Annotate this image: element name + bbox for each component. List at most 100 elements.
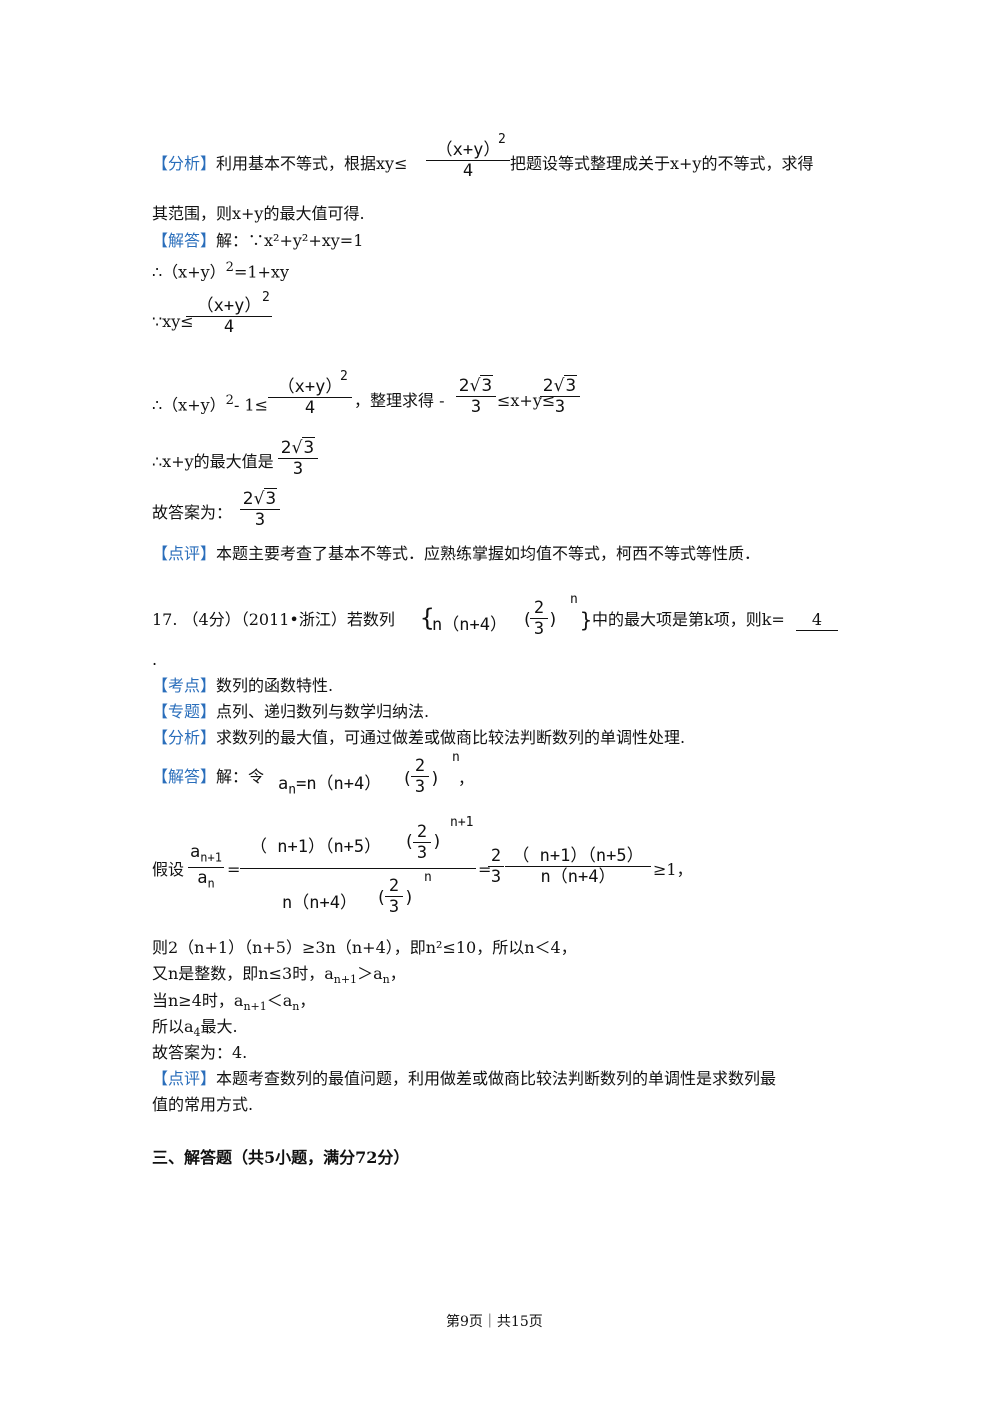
paren: ( (376, 888, 387, 908)
fraction-denominator: 3 (470, 397, 482, 417)
analysis-text-cont: 把题设等式整理成关于x+y的不等式，求得 (510, 154, 814, 173)
solution-line4: ∴（x+y）2- 1≤ (152, 391, 268, 415)
q17-comment: 【点评】本题考查数列的最值问题，利用做差或做商比较法判断数列的单调性是求数列最 (152, 1069, 776, 1089)
variable-a: a (278, 774, 289, 794)
comment-text-cont: 值的常用方式. (152, 1095, 254, 1114)
zhuanti-tag: 【专题】 (152, 702, 217, 721)
solution-line7: 故答案为：4. (152, 1043, 248, 1062)
comment-text: 本题主要考查了基本不等式．应熟练掌握如均值不等式，柯西不等式等性质． (216, 544, 761, 563)
solution-line3: ∵xy≤ (152, 312, 194, 331)
q17-analysis: 【分析】求数列的最大值，可通过做差或做商比较法判断数列的单调性处理. (152, 728, 685, 748)
a-n-term: an=n（n+4） (278, 769, 381, 797)
section-title: 三、解答题（共5小题，满分72分） (152, 1148, 410, 1167)
subscript: n (382, 973, 390, 987)
fraction-denominator: 3 (292, 459, 304, 479)
solution-text: ≥1， (653, 860, 693, 879)
solution-text: - 1≤ (233, 395, 269, 415)
solution-text: 解：令 (216, 767, 265, 786)
fraction-numerator: 2 (414, 756, 426, 776)
fraction-2-3: 2 3 (488, 846, 504, 887)
kaodian-text: 数列的函数特性. (216, 676, 334, 695)
paren: ) (548, 610, 559, 630)
fraction-2root3-over-3: 2√3 3 (278, 437, 318, 479)
fraction-numerator: 2 (533, 598, 545, 618)
fraction-denominator: 4 (304, 398, 316, 418)
fraction-denominator: 3 (533, 619, 545, 639)
q16-comment: 【点评】本题主要考查了基本不等式．应熟练掌握如均值不等式，柯西不等式等性质． (152, 544, 760, 564)
fraction-2-3: 2 3 (413, 822, 431, 863)
solution-line5: 当n≥4时，an+1＜an， (152, 991, 315, 1017)
fraction-2-3: 2 3 (411, 756, 429, 797)
stem-dot: . (152, 650, 158, 669)
left-brace: { (420, 604, 435, 632)
q16-analysis-line1: 【分析】利用基本不等式，根据xy≤ (152, 154, 408, 174)
q17-kaodian: 【考点】数列的函数特性. (152, 676, 333, 696)
fraction-denominator: 3 (414, 777, 426, 797)
fraction: （ n+1）（n+5） n（n+4） (505, 846, 651, 887)
solution-text: ≤x+y≤ (497, 391, 556, 410)
q17-stem: 17. （4分）（2011•浙江）若数列 (152, 610, 395, 629)
solution-text: 所以a (152, 1017, 194, 1036)
superscript: n+1 (450, 815, 474, 830)
answer-blank: 4 (796, 610, 838, 631)
answer-value: 4 (796, 610, 838, 631)
superscript: 2 (225, 260, 234, 275)
fraction-denominator: 3 (490, 867, 502, 887)
solution-text: ＜a (266, 991, 293, 1010)
solution-line6: 故答案为： (152, 503, 233, 522)
fraction-numerator: （x+y） (196, 296, 262, 316)
ratio-fraction: an+1 an (188, 842, 224, 894)
solution-text: ，整理求得 - (354, 391, 445, 410)
subscript: n+1 (243, 1000, 267, 1014)
solution-text: ∴（x+y） (152, 395, 226, 415)
fraction: （x+y） 4 (268, 377, 352, 418)
radicand: 3 (480, 375, 494, 396)
radical-sign: √ (291, 438, 303, 458)
fraction-2-3: 2 3 (385, 876, 403, 917)
subscript: 4 (193, 1026, 201, 1040)
paren: ( (404, 832, 415, 852)
fraction-denominator: 4 (462, 161, 474, 181)
solution-line5: ∴x+y的最大值是 (152, 452, 274, 471)
superscript: 2 (498, 132, 506, 147)
subscript: n (288, 782, 297, 798)
comment-text: 本题考查数列的最值问题，利用做差或做商比较法判断数列的单调性是求数列最 (216, 1069, 777, 1088)
paren: ( (522, 610, 533, 630)
radical-sign: √ (553, 376, 565, 396)
fraction-denominator: n（n+4） (540, 867, 616, 887)
solution-line2: ∴（x+y）2=1+xy (152, 258, 289, 282)
subscript: n (207, 876, 215, 891)
analysis-tag: 【分析】 (152, 728, 217, 747)
solution-line1: 【解答】解：∵x²+y²+xy=1 (152, 231, 363, 251)
kaodian-tag: 【考点】 (152, 676, 217, 695)
solution-text: 又n是整数，即n≤3时，a (152, 964, 334, 983)
superscript: 2 (225, 393, 234, 408)
zhuanti-text: 点列、递归数列与数学归纳法. (216, 702, 430, 721)
solution-text: ＞a (357, 964, 383, 983)
right-brace: } (580, 608, 593, 632)
solution-text: ， (299, 991, 316, 1010)
fraction-denominator: 4 (223, 317, 235, 337)
radical-sign: √ (469, 376, 481, 396)
equals: = (227, 860, 241, 879)
radicand: 3 (564, 375, 578, 396)
fraction-numerator: （x+y） (435, 140, 501, 160)
fraction-2-3: 2 3 (530, 598, 548, 639)
solution-line6: 所以a4最大. (152, 1017, 238, 1043)
variable-a: a (197, 868, 208, 889)
radicand: 3 (264, 488, 278, 509)
solution-text: 假设 (152, 860, 185, 879)
superscript: n (452, 750, 460, 765)
solution-text: ， (458, 769, 475, 788)
fraction-2root3-over-3: 2√3 3 (456, 375, 496, 417)
comment-tag: 【点评】 (152, 544, 217, 563)
root-coefficient: 2 (280, 438, 292, 458)
solution-text: =1+xy (233, 262, 289, 282)
solution-text: ， (389, 964, 406, 983)
analysis-text: 求数列的最大值，可通过做差或做商比较法判断数列的单调性处理. (216, 728, 686, 747)
fraction-2root3-over-3: 2√3 3 (240, 488, 280, 530)
fraction-numerator: （x+y） (277, 377, 343, 397)
comment-tag: 【点评】 (152, 1069, 217, 1088)
solution-text: 最大. (200, 1017, 238, 1036)
